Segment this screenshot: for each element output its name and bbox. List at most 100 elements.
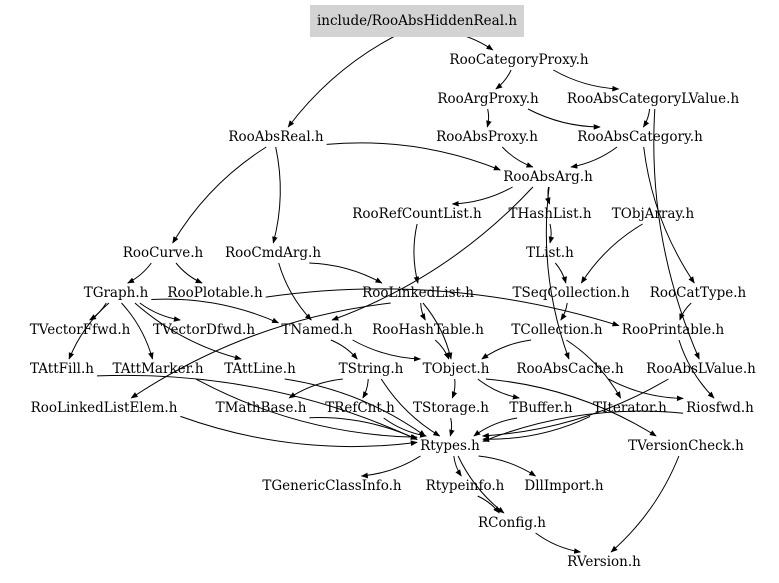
node-tstring: TString.h	[339, 361, 404, 377]
edges-layer	[68, 30, 715, 554]
node-rooabscategorylvalue: RooAbsCategoryLValue.h	[567, 91, 740, 107]
edge-titerator-to-rtypes	[482, 415, 591, 443]
node-tseqcollection: TSeqCollection.h	[512, 285, 629, 301]
edge-trefcnt-to-rtypes	[383, 417, 427, 438]
node-label: RooAbsCategory.h	[577, 129, 703, 145]
edge-roolinkedlist-to-roohashtable	[419, 302, 426, 321]
node-trefcnt: TRefCnt.h	[325, 400, 395, 416]
edge-tgraph-to-tattmarker	[121, 302, 154, 360]
node-label: RooAbsCache.h	[516, 361, 624, 377]
edge-roocategoryproxy-to-rooargproxy	[495, 69, 512, 90]
node-tnamed: TNamed.h	[281, 322, 353, 338]
edge-rooargproxy-to-rooabscategory	[527, 108, 601, 130]
node-label: RooCatType.h	[650, 285, 747, 301]
edge-root-to-rooabsreal	[287, 30, 406, 128]
node-label: RooAbsLValue.h	[646, 361, 756, 377]
edge-rooplotable-to-rooprintable	[265, 288, 620, 327]
edge-rooabscache-to-riosfwd	[608, 378, 684, 402]
node-label: TBuffer.h	[509, 400, 572, 416]
edge-rooprintable-to-riosfwd	[678, 339, 715, 399]
node-rooabsreal: RooAbsReal.h	[228, 129, 324, 145]
node-label: TObjArray.h	[612, 206, 695, 222]
nodes-layer: include/RooAbsHiddenReal.hRooCategoryPro…	[30, 5, 756, 570]
edge-rooabsreal-to-roocmdarg	[272, 146, 281, 244]
node-tversioncheck: TVersionCheck.h	[628, 438, 744, 454]
edge-rooabsarg-to-roorefcountlist	[451, 186, 513, 207]
edge-rooabsreal-to-rooabsarg	[326, 142, 501, 171]
node-label: Riosfwd.h	[686, 400, 754, 416]
node-label: TGenericClassInfo.h	[262, 478, 402, 494]
node-label: RooLinkedList.h	[362, 285, 474, 301]
node-tlist: TList.h	[526, 245, 574, 261]
edge-tobject-to-tstorage	[451, 378, 458, 399]
edge-rtypeinfo-to-rconfig	[477, 495, 500, 514]
edge-roocategoryproxy-to-rooabscategorylvalue	[553, 69, 620, 92]
edge-tattline-to-rtypes	[284, 378, 426, 437]
node-rooprintable: RooPrintable.h	[622, 322, 725, 338]
node-tgenericclassinfo: TGenericClassInfo.h	[262, 478, 402, 494]
edge-rtypes-to-tgenericclassinfo	[360, 455, 421, 479]
node-roocmdarg: RooCmdArg.h	[225, 245, 321, 261]
edge-rooabscategorylvalue-to-rooabscategory	[642, 108, 651, 128]
edge-tobject-to-tbuffer	[477, 378, 520, 400]
node-tmathbase: TMathBase.h	[216, 400, 307, 416]
edge-rooabslvalue-to-rtypes	[481, 378, 669, 439]
edge-rooabsarg-to-tnamed	[331, 186, 534, 321]
edge-rconfig-to-rversion	[535, 532, 582, 554]
node-label: TObject.h	[423, 361, 490, 377]
edge-tstorage-to-rtypes	[449, 417, 455, 437]
node-label: RConfig.h	[478, 515, 546, 531]
node-label: TStorage.h	[413, 400, 489, 416]
node-tgraph: TGraph.h	[84, 285, 149, 301]
node-label: RooAbsReal.h	[228, 129, 324, 145]
node-tattline: TAttLine.h	[224, 361, 296, 377]
node-tvectorffwd: TVectorFfwd.h	[30, 322, 131, 338]
edge-tbuffer-to-rtypes	[473, 417, 518, 437]
edge-roohashtable-to-tobject	[434, 339, 450, 360]
edge-rooabscategorylvalue-to-rooabslvalue	[653, 108, 700, 360]
node-label: Rtypeinfo.h	[426, 478, 505, 494]
edge-tgraph-to-tattfill	[68, 302, 110, 360]
node-label: TVectorFfwd.h	[30, 322, 131, 338]
node-label: RooRefCountList.h	[352, 206, 482, 222]
node-dllimport: DllImport.h	[524, 478, 604, 494]
edge-rooabsarg-to-rooabscache	[545, 186, 570, 360]
node-label: TSeqCollection.h	[512, 285, 629, 301]
edge-rooargproxy-to-rooabsproxy	[486, 108, 492, 128]
edge-tstring-to-tmathbase	[288, 378, 343, 399]
node-tcollection: TCollection.h	[511, 322, 603, 338]
node-label: RooAbsCategoryLValue.h	[567, 91, 740, 107]
node-label: TIterator.h	[593, 400, 667, 416]
node-rooabscategory: RooAbsCategory.h	[577, 129, 703, 145]
node-label: RooPlotable.h	[167, 285, 263, 301]
node-tattmarker: TAttMarker.h	[112, 361, 203, 377]
edge-roolinkedlist-to-roolinkedlistelem	[130, 302, 391, 399]
edge-tattmarker-to-rtypes	[195, 378, 418, 440]
edge-rtypes-to-dllimport	[478, 455, 537, 477]
edge-tgraph-to-tattline	[134, 302, 242, 361]
node-roohashtable: RooHashTable.h	[372, 322, 484, 338]
node-label: RooPrintable.h	[622, 322, 725, 338]
node-tobject: TObject.h	[423, 361, 490, 377]
node-label: TAttMarker.h	[112, 361, 203, 377]
edge-roocattype-to-rooprintable	[679, 302, 692, 321]
node-label: TString.h	[339, 361, 404, 377]
edge-tlist-to-tseqcollection	[554, 262, 567, 284]
node-rooabslvalue: RooAbsLValue.h	[646, 361, 756, 377]
node-thashlist: THashList.h	[508, 206, 591, 222]
node-roolinkedlistelem: RooLinkedListElem.h	[31, 400, 178, 416]
node-label: include/RooAbsHiddenReal.h	[317, 13, 517, 29]
edge-tcollection-to-tobject	[481, 339, 532, 360]
edge-tattfill-to-rtypes	[96, 374, 418, 440]
node-tbuffer: TBuffer.h	[509, 400, 572, 416]
edge-thashlist-to-tlist	[548, 223, 555, 244]
edge-tstring-to-rtypes	[380, 378, 441, 437]
node-label: TAttLine.h	[224, 361, 296, 377]
node-label: TGraph.h	[84, 285, 149, 301]
node-label: RooLinkedListElem.h	[31, 400, 178, 416]
node-label: TNamed.h	[281, 322, 353, 338]
edge-tnamed-to-tstring	[330, 339, 358, 360]
node-roolinkedlist: RooLinkedList.h	[362, 285, 474, 301]
